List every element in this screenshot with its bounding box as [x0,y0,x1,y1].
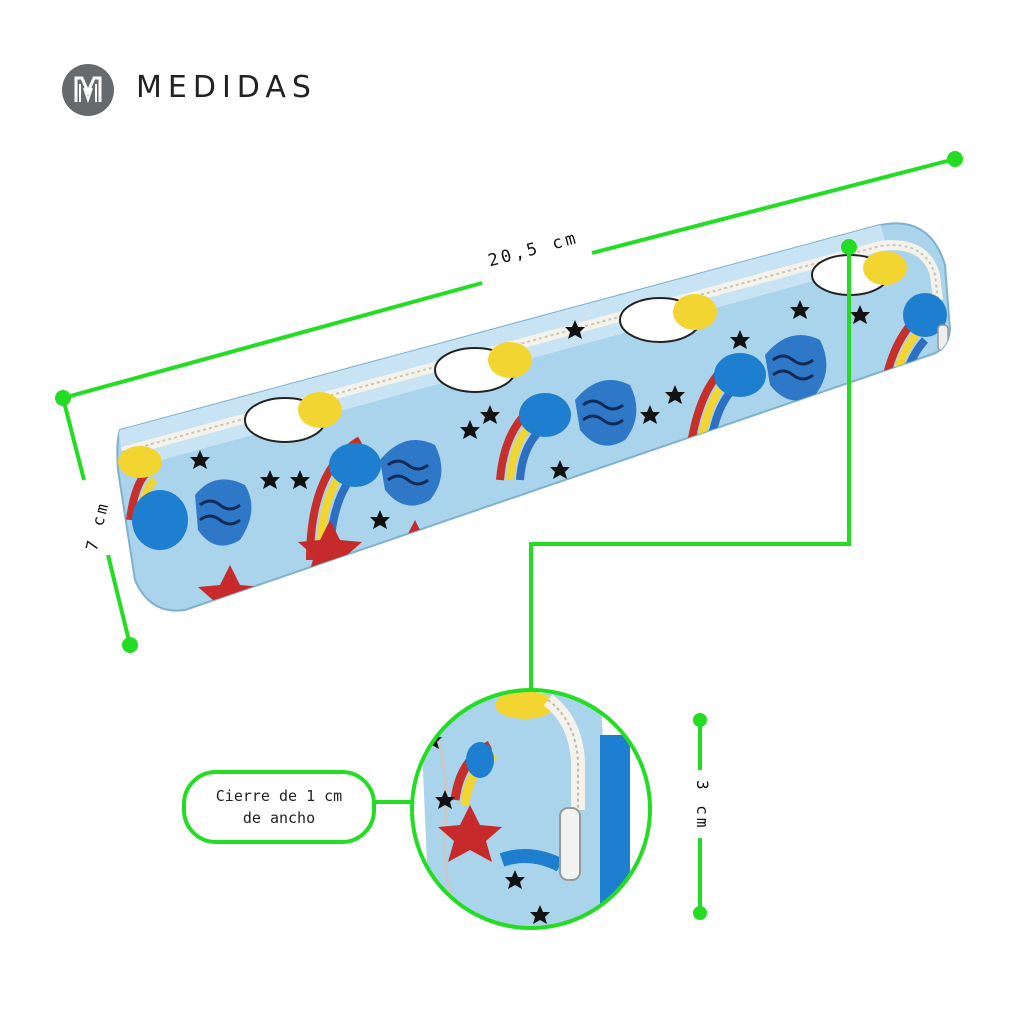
callout-line-1: Cierre de 1 cm [215,787,343,805]
logo-m-icon [74,76,102,104]
page-title: MEDIDAS [136,70,317,105]
brand-logo [62,64,114,116]
lettering-prints [195,335,827,546]
zipper-slider-icon [559,807,581,881]
zipper-pull-icon [937,324,949,352]
callout-line-2: de ancho [242,809,316,827]
zipper-callout: Cierre de 1 cm de ancho [182,770,376,844]
depth-label: 3 cm [693,780,712,831]
pencil-case-image [116,222,952,612]
cloud-prints [132,293,947,550]
zoom-detail [410,688,652,930]
